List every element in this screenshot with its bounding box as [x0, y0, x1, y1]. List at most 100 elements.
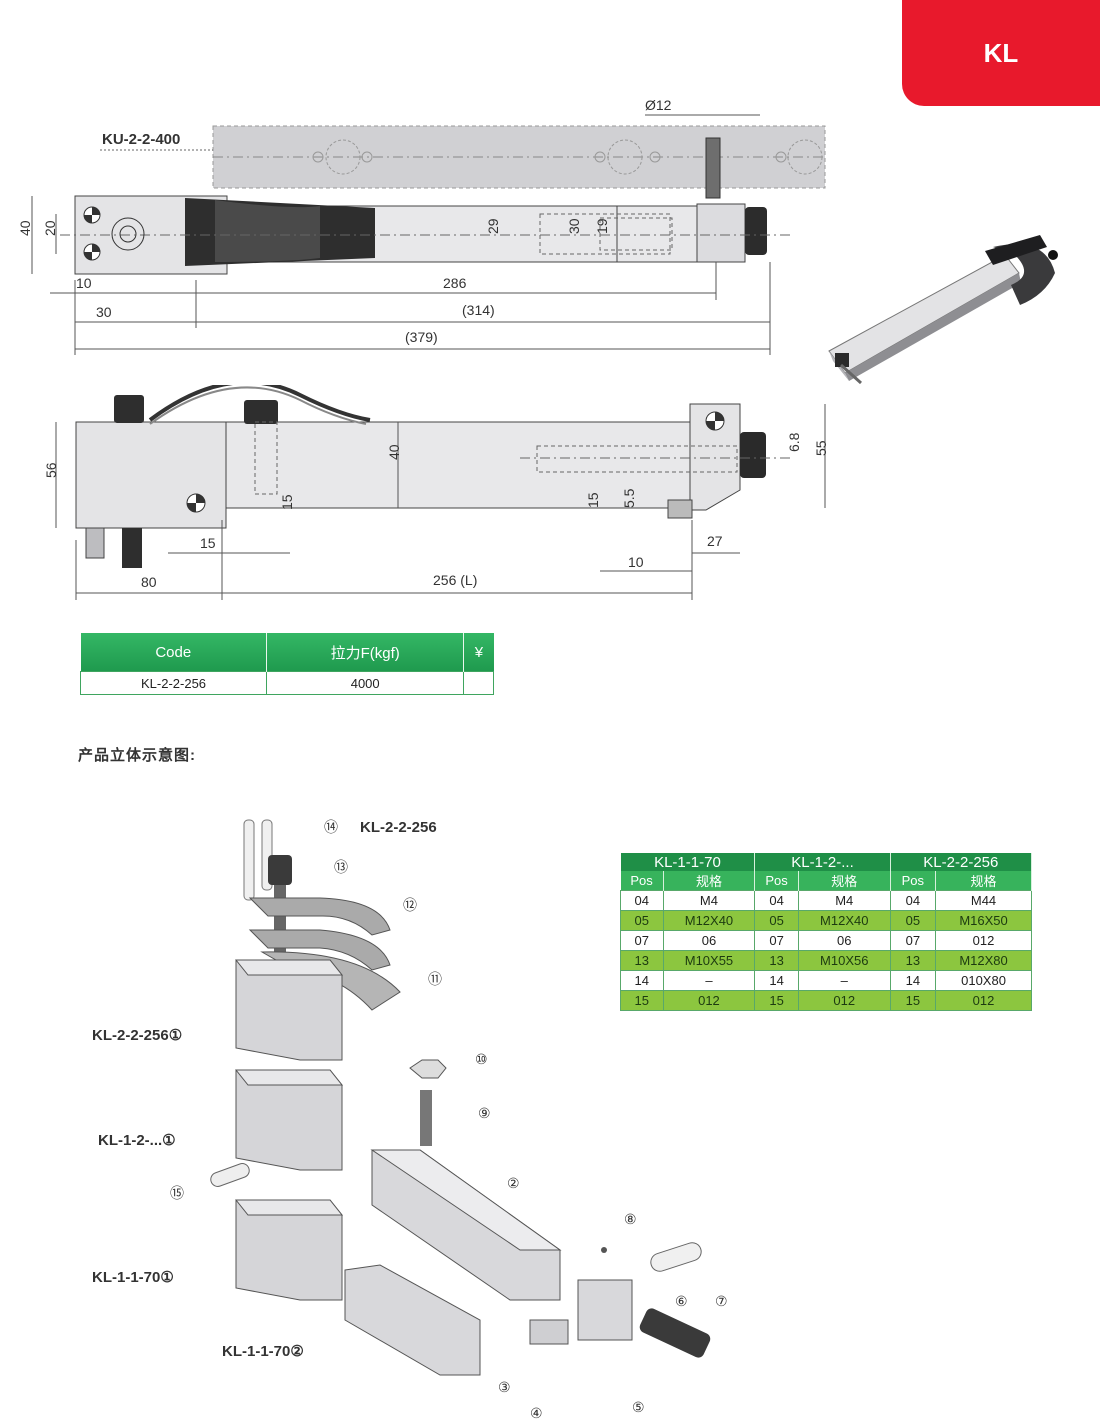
subheader: 规格 — [798, 871, 891, 891]
table-cell: 012 — [797, 990, 891, 1011]
table-cell: – — [662, 970, 756, 991]
callout-3: ③ — [498, 1379, 511, 1395]
table-cell: 012 — [935, 930, 1032, 951]
product-render — [828, 235, 1058, 385]
table-cell: 06 — [662, 930, 756, 951]
table-cell: 13 — [620, 950, 664, 971]
side-dim-15a: 15 — [279, 494, 295, 510]
col-code: Code — [80, 633, 268, 672]
callout-7: ⑦ — [715, 1293, 728, 1309]
table-cell: 07 — [620, 930, 664, 951]
table-cell: 04 — [754, 890, 799, 911]
table-cell: 05 — [620, 910, 664, 931]
col-force: 拉力F(kgf) — [266, 633, 465, 672]
callout-10: ⑩ — [475, 1051, 488, 1067]
table-cell: M12X80 — [935, 950, 1032, 971]
group-kl-2-2-256: KL-2-2-256 — [890, 853, 1033, 871]
callout-13: ⑬ — [334, 859, 348, 875]
ku-part-label: KU-2-2-400 — [102, 131, 180, 148]
exploded-view: KL-2-2-256 KL-2-2-256① KL-1-2-...① KL-1-… — [92, 819, 728, 1420]
table-cell: 14 — [620, 970, 664, 991]
callout-6: ⑥ — [675, 1293, 688, 1309]
side-dim-5-5: 5.5 — [621, 488, 637, 508]
table-cell: 07 — [754, 930, 799, 951]
label-block3: KL-1-1-70① — [92, 1269, 174, 1286]
table-cell: 07 — [889, 930, 937, 951]
top-view-drawing: KU-2-2-400 Ø12 40 20 29 30 19 10 286 30 … — [17, 97, 826, 355]
dim-40: 40 — [17, 220, 33, 236]
table-cell: 14 — [889, 970, 937, 991]
callout-4: ④ — [530, 1405, 543, 1420]
label-top: KL-2-2-256 — [360, 819, 437, 836]
dim-30b: 30 — [96, 304, 112, 320]
dim-29: 29 — [485, 218, 501, 234]
table-cell: M12X40 — [797, 910, 891, 931]
cell-code: KL-2-2-256 — [79, 671, 268, 695]
dim-d12: Ø12 — [645, 97, 672, 113]
section-title: 产品立体示意图: — [78, 747, 196, 764]
cell-price — [463, 671, 494, 695]
label-block1: KL-2-2-256① — [92, 1027, 182, 1044]
spec-table: KL-1-1-70 KL-1-2-... KL-2-2-256 Pos 规格 P… — [620, 853, 1033, 1011]
table-row: KL-2-2-256 4000 — [79, 671, 494, 695]
table-cell: 05 — [889, 910, 937, 931]
dim-379: (379) — [405, 329, 438, 345]
dim-286: 286 — [443, 275, 467, 291]
table-cell: 14 — [754, 970, 799, 991]
side-dim-40: 40 — [386, 444, 402, 460]
side-dim-15b: 15 — [585, 492, 601, 508]
table-cell: M4 — [662, 890, 756, 911]
group-kl-1-1-70: KL-1-1-70 — [620, 853, 756, 871]
dim-314: (314) — [462, 302, 495, 318]
dim-20: 20 — [42, 220, 58, 236]
side-dim-10: 10 — [628, 554, 644, 570]
table-cell: 13 — [754, 950, 799, 971]
dim-10: 10 — [76, 275, 92, 291]
subheader: 规格 — [935, 871, 1032, 891]
table-cell: 010X80 — [935, 970, 1032, 991]
code-table: Code 拉力F(kgf) ¥ KL-2-2-256 4000 — [79, 633, 494, 695]
table-cell: 15 — [889, 990, 937, 1011]
side-dim-27: 27 — [707, 533, 723, 549]
callout-14: ⑭ — [324, 819, 338, 835]
callout-8: ⑧ — [624, 1211, 637, 1227]
table-cell: 012 — [662, 990, 756, 1011]
callout-15: ⑮ — [170, 1185, 184, 1201]
subheader: Pos — [890, 871, 937, 891]
side-view-drawing: 56 40 15 15 5.5 6.8 55 15 27 10 80 256 (… — [43, 385, 829, 600]
side-dim-55: 55 — [813, 440, 829, 456]
side-dim-256: 256 (L) — [433, 572, 477, 588]
table-cell: M4 — [797, 890, 891, 911]
table-cell: 012 — [935, 990, 1032, 1011]
subheader: Pos — [754, 871, 799, 891]
table-cell: – — [797, 970, 891, 991]
subheader: 规格 — [663, 871, 756, 891]
label-arm: KL-1-1-70② — [222, 1343, 304, 1360]
side-dim-15c: 15 — [200, 535, 216, 551]
cell-force: 4000 — [266, 671, 465, 695]
subheader: Pos — [620, 871, 664, 891]
table-cell: M12X40 — [662, 910, 756, 931]
side-dim-6-8: 6.8 — [786, 432, 802, 452]
callout-12: ⑫ — [403, 897, 417, 913]
table-cell: 13 — [889, 950, 937, 971]
table-cell: 15 — [754, 990, 799, 1011]
label-block2: KL-1-2-...① — [98, 1132, 176, 1149]
callout-5: ⑤ — [632, 1399, 645, 1415]
table-cell: 04 — [620, 890, 664, 911]
dim-30: 30 — [566, 218, 582, 234]
table-cell: M10X56 — [797, 950, 891, 971]
table-cell: M44 — [935, 890, 1032, 911]
table-cell: M10X55 — [662, 950, 756, 971]
side-dim-56: 56 — [43, 462, 59, 478]
table-cell: M16X50 — [935, 910, 1032, 931]
callout-9: ⑨ — [478, 1105, 491, 1121]
dim-19: 19 — [594, 218, 610, 234]
table-cell: 06 — [797, 930, 891, 951]
col-price: ¥ — [463, 633, 494, 672]
